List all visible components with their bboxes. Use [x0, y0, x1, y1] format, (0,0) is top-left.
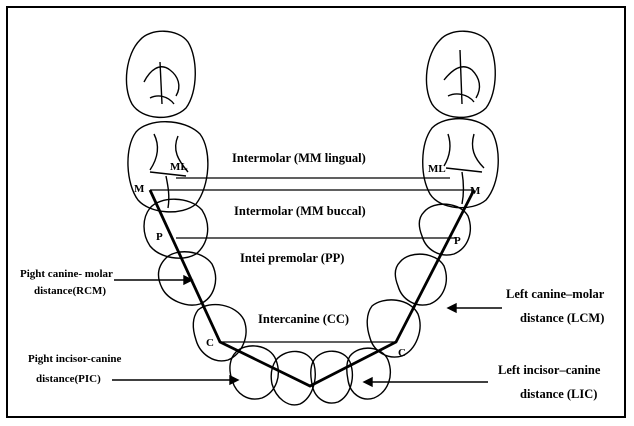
label-lcm-line2: distance (LCM): [520, 311, 604, 325]
landmark-c-left: C: [398, 347, 406, 359]
tooth-right-molar-1: [128, 122, 208, 212]
lcm-arrow-head: [448, 304, 456, 312]
label-intermolar-lingual: Intermolar (MM lingual): [232, 151, 366, 165]
tooth-left-central-incisor: [311, 351, 353, 403]
landmark-p-right: P: [156, 231, 163, 243]
label-lcm-line1: Left canine–molar: [506, 287, 605, 301]
landmark-ml-right: ML: [170, 161, 188, 173]
label-intercanine: Intercanine (CC): [258, 312, 349, 326]
label-ric-line2: distance(PIC): [36, 373, 101, 385]
arch-polyline: [150, 190, 474, 386]
tooth-right-canine: [193, 305, 246, 361]
landmark-ml-left: ML: [428, 163, 446, 175]
label-rcm-line1: Pight canine- molar: [20, 268, 113, 280]
tooth-outlines: [126, 31, 498, 405]
label-ric-line1: Pight incisor-canine: [28, 353, 122, 365]
tooth-right-molar-3-fissures: [144, 62, 179, 104]
label-lic-line2: distance (LIC): [520, 387, 597, 401]
landmark-p-left: P: [454, 235, 461, 247]
ric-arrow-head: [230, 376, 238, 384]
landmark-c-right: C: [206, 337, 214, 349]
landmark-m-left: M: [470, 185, 481, 197]
label-intermolar-buccal: Intermolar (MM buccal): [234, 204, 366, 218]
tooth-left-molar-3-fissures: [444, 50, 479, 104]
label-lic-line1: Left incisor–canine: [498, 363, 601, 377]
lic-arrow-head: [364, 378, 372, 386]
label-rcm-line2: distance(RCM): [34, 285, 106, 297]
landmark-m-right: M: [134, 183, 145, 195]
label-interpremolar: Intei premolar (PP): [240, 251, 344, 265]
